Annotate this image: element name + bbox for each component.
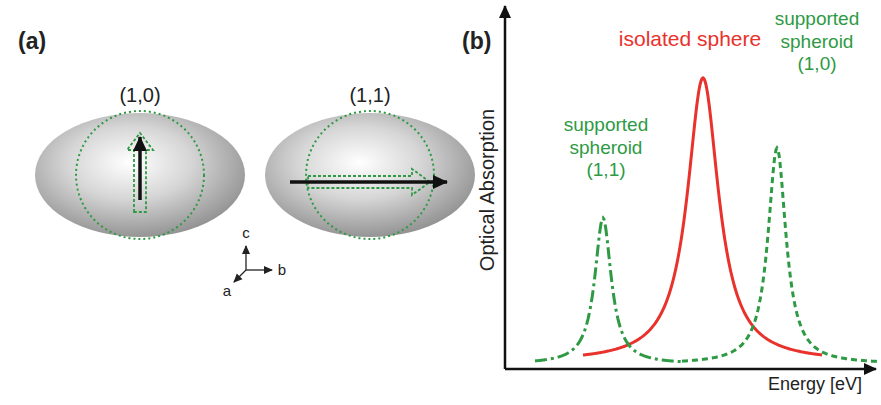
axis-name: a	[223, 282, 231, 300]
panel-label: (a)	[18, 28, 46, 56]
plot-axes	[505, 6, 876, 369]
spheroid	[35, 111, 245, 239]
axis-name: c	[242, 224, 250, 242]
curve-label: isolated sphere	[619, 26, 761, 51]
spheroid	[265, 111, 475, 239]
curve-label: supported spheroid (1,0)	[762, 8, 872, 76]
panel-label: (b)	[462, 28, 491, 56]
curve-label: supported spheroid (1,1)	[551, 114, 661, 182]
mode-label: (1,1)	[349, 83, 390, 107]
absorption-curve	[682, 148, 878, 361]
axis-title: Optical Absorption	[475, 109, 499, 271]
absorption-curve	[535, 218, 682, 362]
axis-triad	[234, 246, 272, 282]
mode-label: (1,0)	[119, 83, 160, 107]
axis-name: b	[278, 261, 286, 279]
axis-title: Energy [eV]	[768, 374, 862, 396]
